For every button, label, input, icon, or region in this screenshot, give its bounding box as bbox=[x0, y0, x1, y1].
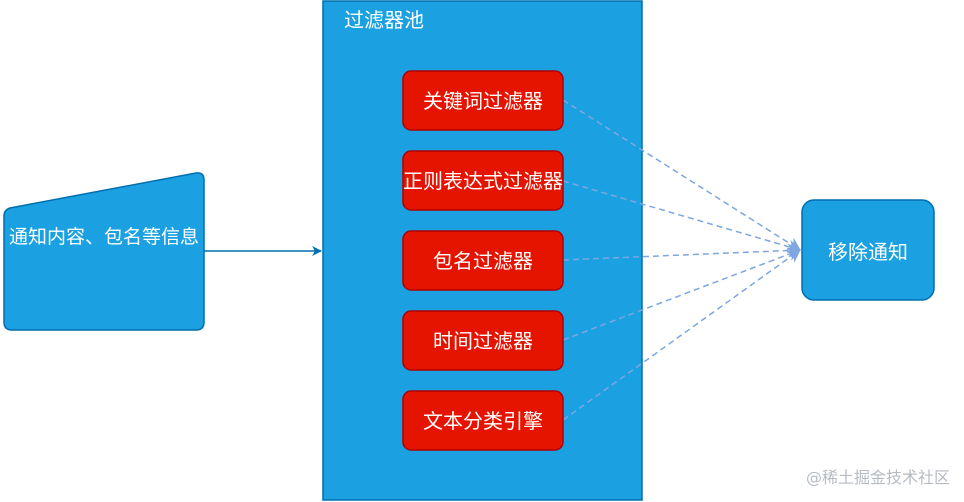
filter-box-keyword bbox=[402, 70, 564, 131]
filter-label-regex: 正则表达式过滤器 bbox=[403, 168, 563, 193]
filter-label-package: 包名过滤器 bbox=[433, 248, 533, 273]
filter-label-keyword: 关键词过滤器 bbox=[423, 88, 543, 113]
filter-box-time bbox=[402, 310, 564, 371]
output-remove-notification-label: 移除通知 bbox=[828, 239, 908, 264]
output-remove-notification-box bbox=[801, 199, 935, 301]
filter-box-regex bbox=[402, 150, 564, 211]
filter-label-time: 时间过滤器 bbox=[433, 328, 533, 353]
watermark: @稀土掘金技术社区 bbox=[805, 468, 950, 487]
input-info-shape bbox=[3, 172, 205, 331]
dashed-arrow-keyword bbox=[562, 99, 801, 251]
dashed-arrow-time bbox=[562, 247, 801, 341]
filter-label-text-classifier: 文本分类引擎 bbox=[423, 408, 543, 433]
filter-box-package bbox=[402, 230, 564, 291]
filter-pool-title: 过滤器池 bbox=[344, 8, 424, 32]
input-info-label: 通知内容、包名等信息 bbox=[8, 226, 199, 248]
dashed-arrow-regex bbox=[562, 180, 801, 254]
dashed-arrow-text-classifier bbox=[562, 249, 801, 421]
filter-box-text-classifier bbox=[402, 390, 564, 451]
